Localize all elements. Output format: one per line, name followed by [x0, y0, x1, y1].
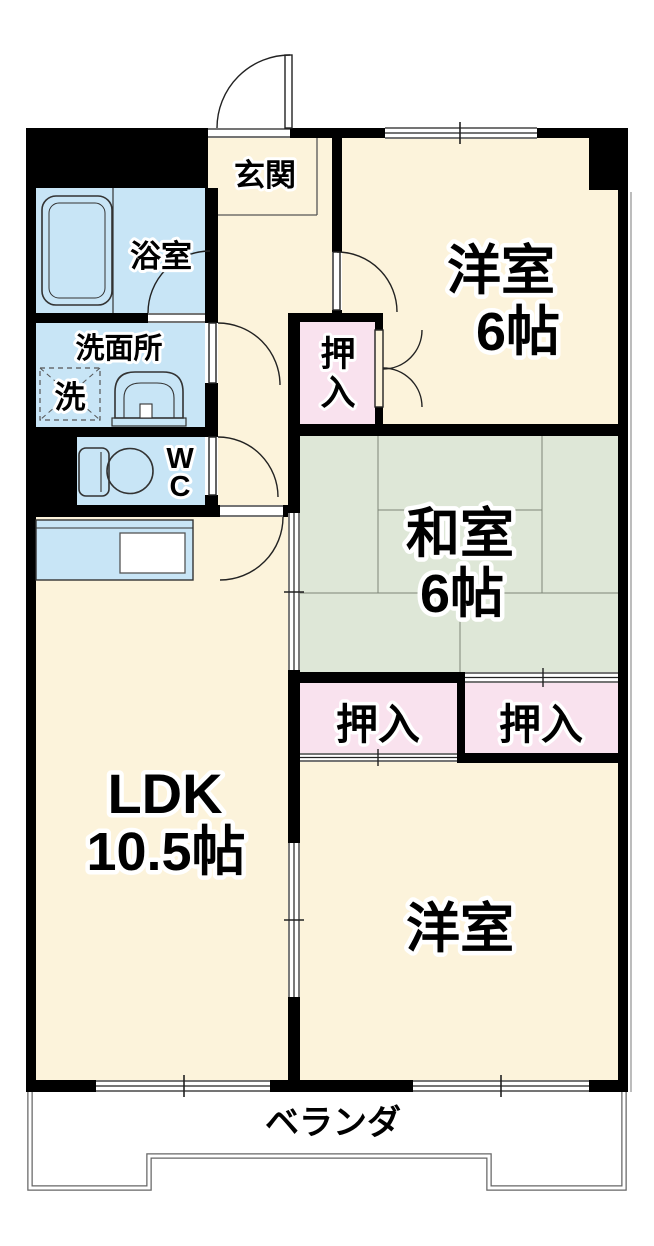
ldk-door-opening [220, 505, 283, 517]
label-ldk: LDK [107, 762, 222, 825]
toilet-tank [78, 447, 110, 497]
wall-right [618, 128, 628, 1092]
wc-door-opening [205, 437, 218, 495]
wall-washroom-wc [26, 427, 218, 437]
wall-top-left-block [26, 128, 208, 188]
wall-doorcap [375, 407, 383, 424]
label-bathroom: 浴室 [130, 239, 192, 274]
wc-door-leaf [208, 436, 217, 496]
balcony [27, 1092, 627, 1191]
label-japanese-size: 6帖 [420, 564, 504, 624]
label-genkan: 玄関 [234, 158, 296, 193]
toilet [78, 447, 154, 497]
bathtub [41, 195, 113, 306]
slider-ldk-western2 [284, 843, 304, 997]
washer-cross-lines [39, 367, 101, 421]
closet-upper-door-arc-bottom [382, 367, 423, 408]
genkan-step-line [218, 138, 318, 216]
kitchen-sink [119, 532, 186, 574]
label-wc-c: C [170, 471, 191, 503]
closet-upper-area [300, 322, 375, 424]
washroom-door-leaf [208, 322, 217, 384]
washing-machine-space [39, 367, 101, 421]
label-closet-left: 押入 [336, 701, 420, 748]
wall-genkan-west1 [332, 138, 342, 252]
wall-closet-upper-top [288, 313, 383, 322]
washroom-door-opening [205, 323, 218, 383]
entrance-door-leaf [284, 54, 293, 129]
wc-door-arc [217, 436, 279, 498]
washer-dashed-box [39, 367, 101, 421]
label-closet-upper: 押入 [320, 335, 355, 413]
wall-top [290, 128, 385, 138]
wall-wc-left-block [26, 427, 77, 517]
wall-closet-divider [457, 672, 465, 763]
window-bottom-right [413, 1075, 589, 1097]
wall-left [26, 128, 36, 1092]
bathroom-door-gap [148, 313, 205, 323]
closet-left-area [300, 683, 457, 753]
japanese-room-area [300, 436, 618, 672]
label-western2: 洋室 [406, 899, 514, 959]
label-closet-right: 押入 [499, 701, 583, 748]
wall-hall [205, 383, 218, 437]
entrance-threshold [208, 128, 290, 138]
wall-bath-hall [205, 188, 218, 323]
sliding-doors [284, 513, 618, 997]
bathroom-door-gap-lines [148, 313, 205, 323]
balcony-rail-inner [28, 1092, 626, 1190]
slider-closet-left [300, 749, 457, 766]
ldk-door-arc [219, 516, 284, 581]
basin-inner [123, 382, 175, 418]
window-top [385, 122, 537, 144]
kitchen [35, 519, 194, 581]
windows [96, 122, 589, 1097]
basin-bowl [114, 371, 184, 419]
slider-lines [465, 672, 618, 683]
wall-center-vertical [288, 997, 300, 1092]
wall-japanese-bottom [288, 672, 465, 683]
label-ldk-size: 10.5帖 [86, 822, 245, 882]
doors [147, 250, 423, 581]
wall-top [537, 128, 628, 138]
label-japanese: 和室 [406, 504, 514, 564]
wall-bath-bottom [36, 313, 148, 323]
slider-closet-right [465, 668, 618, 687]
closet-right-area [465, 683, 618, 753]
label-wc-w: W [166, 443, 194, 475]
wall-center-vertical [288, 322, 300, 513]
ldk-door-threshold-lines [220, 505, 283, 517]
wall-ldk-top [26, 505, 220, 517]
wall-center-vertical [288, 670, 300, 843]
label-western1: 洋室 [447, 241, 555, 301]
wall-west1-japanese [288, 424, 618, 436]
western1-door-arc [336, 251, 398, 313]
window-bottom-left [96, 1075, 270, 1097]
label-western1-size: 6帖 [476, 302, 560, 362]
wash-basin [111, 371, 187, 427]
bathroom-door-arc [147, 250, 211, 314]
fixtures [35, 188, 194, 581]
wall-doorcap [375, 322, 383, 330]
bathtub-inner [48, 202, 106, 299]
entrance-threshold-lines [208, 128, 290, 138]
slider-ldk-japanese [284, 513, 304, 670]
entrance-door-arc [216, 54, 291, 129]
toilet-bowl [106, 447, 154, 495]
wall-closet-right-bottom [457, 753, 628, 763]
washroom-door-arc [217, 322, 281, 386]
label-washer: 洗 [55, 380, 86, 415]
basin-column [139, 403, 153, 419]
window-lines [385, 127, 537, 139]
entrance-door [208, 54, 293, 138]
label-washroom: 洗面所 [75, 332, 162, 365]
wall-corner-pillar [589, 128, 628, 190]
label-veranda: ベランダ [265, 1104, 401, 1142]
window-lines [96, 1080, 270, 1092]
western1-door-opening [332, 252, 342, 310]
western1-door-leaf [332, 251, 341, 311]
bathroom-area [36, 188, 205, 313]
tatami-grid [300, 436, 618, 672]
